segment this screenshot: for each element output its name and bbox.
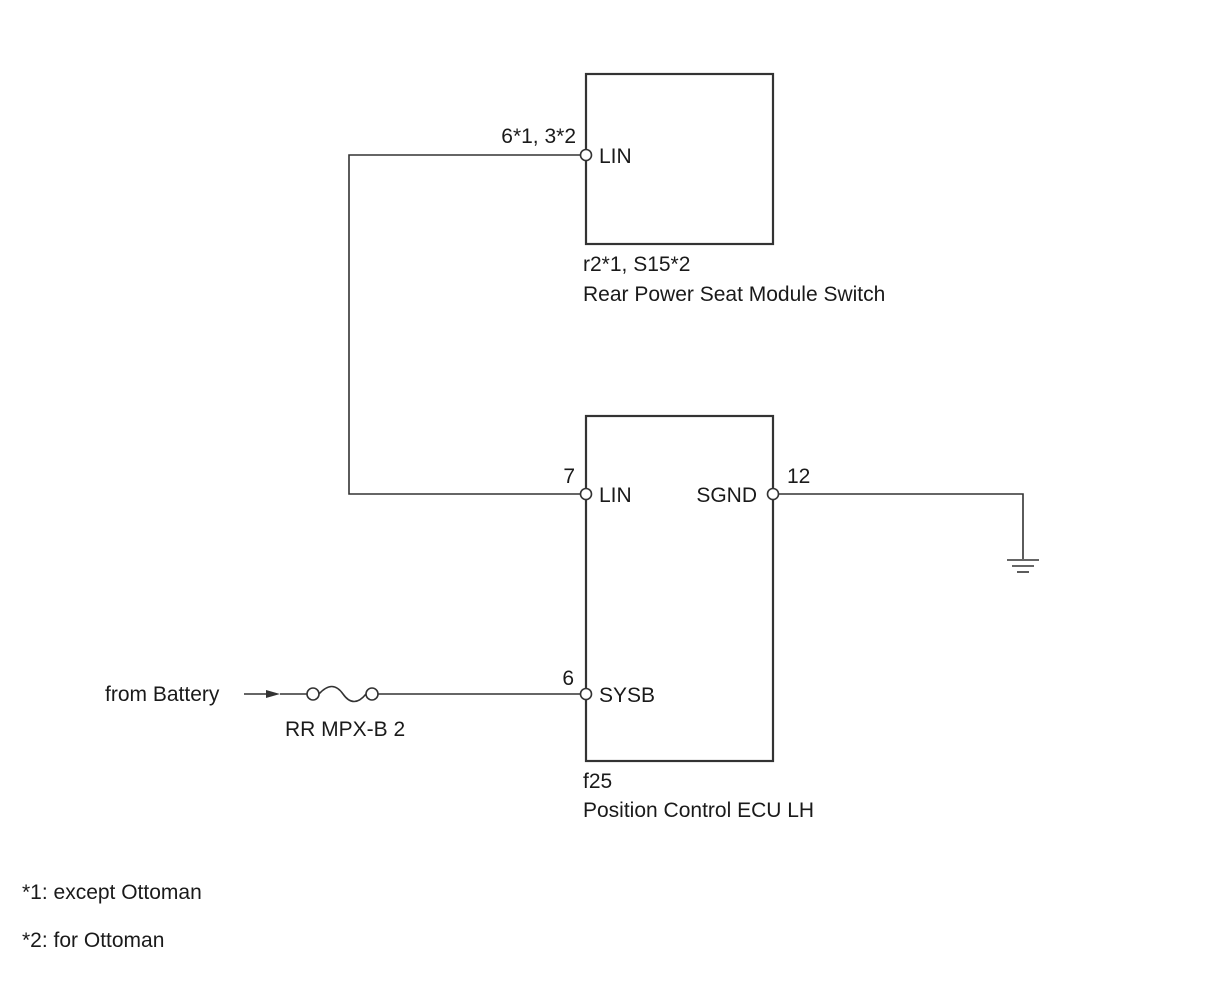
ground-icon — [1007, 559, 1039, 573]
fuse-icon — [306, 685, 379, 703]
lower-lin-pin-number: 7 — [563, 465, 575, 488]
position-control-ecu-box — [584, 414, 775, 763]
sgnd-pin-name: SGND — [696, 484, 757, 507]
sgnd-pin-number: 12 — [787, 465, 810, 488]
sysb-pin-number: 6 — [562, 667, 574, 690]
upper-lin-pin-name: LIN — [599, 145, 632, 168]
lower-connector-code: f25 — [583, 770, 612, 793]
lin-wire — [348, 154, 581, 495]
footnote-2: *2: for Ottoman — [22, 929, 164, 952]
battery-source-label: from Battery — [105, 683, 220, 706]
upper-component-name: Rear Power Seat Module Switch — [583, 283, 885, 306]
sgnd-wire — [778, 493, 1024, 559]
arrow-right-icon — [244, 690, 280, 698]
footnote-1: *1: except Ottoman — [22, 881, 202, 904]
lower-component-name: Position Control ECU LH — [583, 799, 814, 822]
pin-lin-upper — [579, 148, 593, 162]
pin-sgnd — [766, 487, 780, 501]
pin-lin-lower — [579, 487, 593, 501]
lower-lin-pin-name: LIN — [599, 484, 632, 507]
fuse-label: RR MPX-B 2 — [285, 718, 405, 741]
pin-sysb — [579, 687, 593, 701]
rear-power-seat-module-switch-box — [584, 72, 775, 246]
upper-lin-pin-number: 6*1, 3*2 — [501, 125, 576, 148]
upper-connector-code: r2*1, S15*2 — [583, 253, 690, 276]
sysb-pin-name: SYSB — [599, 684, 655, 707]
